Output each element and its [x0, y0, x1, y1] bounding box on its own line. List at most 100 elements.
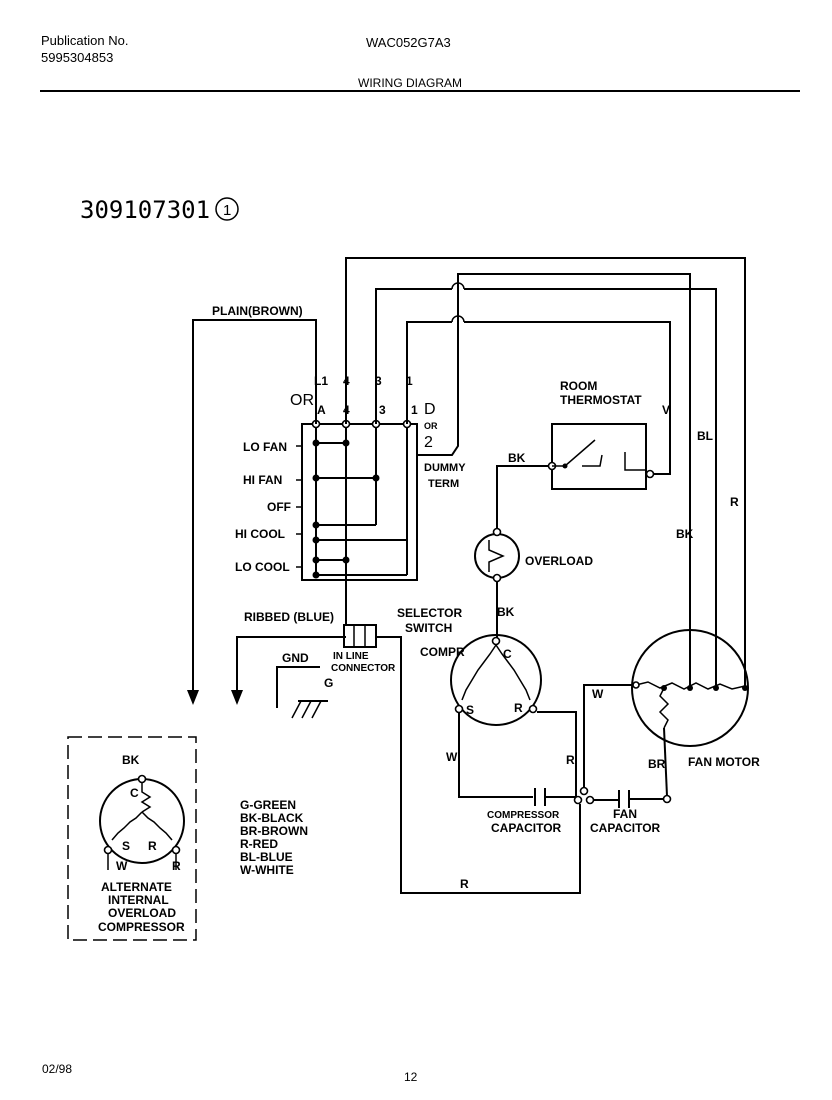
in-line-connector-label-1: IN LINE	[333, 651, 369, 662]
fan-motor-w-wire	[583, 684, 632, 787]
bk-label-overload: BK	[497, 605, 515, 619]
wire-4-to-fan-motor	[345, 257, 746, 688]
compressor-winding-start	[461, 644, 497, 701]
two-label: 2	[424, 434, 433, 451]
switch-position-lo-fan: LO FAN	[243, 440, 287, 454]
wire-1-to-fan-motor	[406, 321, 671, 475]
terminal-top-1: 1	[406, 374, 413, 388]
selector-switch	[296, 419, 418, 581]
legend-brown: BR-BROWN	[240, 824, 308, 838]
ground-symbol	[291, 700, 328, 719]
alternate-winding-run	[141, 811, 173, 841]
switch-position-hi-fan: HI FAN	[243, 473, 282, 487]
plain-brown-wire	[192, 319, 317, 690]
br-label: BR	[648, 757, 666, 771]
dummy-term-wire	[416, 273, 691, 690]
w-label-fan: W	[592, 687, 604, 701]
plain-brown-arrow	[187, 690, 199, 705]
compressor-winding-run	[495, 644, 531, 701]
ribbed-blue-wire	[236, 560, 347, 690]
compressor-s-wire	[458, 712, 533, 798]
ribbed-blue-arrow	[231, 690, 243, 705]
alternate-internal-overload	[140, 783, 152, 813]
ground-wire	[276, 666, 320, 708]
alternate-label-2: INTERNAL	[108, 893, 169, 907]
switch-position-hi-cool: HI COOL	[235, 527, 285, 541]
fan-motor-br-wire	[663, 727, 668, 797]
w-label-compressor: W	[446, 750, 458, 764]
fan-capacitor-label-2: CAPACITOR	[590, 821, 661, 835]
gnd-label: GND	[282, 651, 309, 665]
terminal-row-a: A	[317, 403, 326, 417]
dummy-term-label-1: DUMMY	[424, 462, 466, 474]
alternate-c-label: C	[130, 786, 139, 800]
revision-number: 1	[223, 202, 231, 219]
ribbed-blue-label: RIBBED (BLUE)	[244, 610, 334, 624]
revision-circle	[215, 197, 239, 221]
room-thermostat	[551, 423, 647, 490]
r-label-bottom: R	[460, 877, 469, 891]
terminal-row-1: 1	[411, 403, 418, 417]
selector-switch-label-2: SWITCH	[405, 621, 452, 635]
terminal-row-3: 3	[379, 403, 386, 417]
switch-position-off: OFF	[267, 500, 291, 514]
legend-green: G-GREEN	[240, 798, 296, 812]
alternate-bk-label: BK	[122, 753, 140, 767]
compressor-r-wire	[537, 711, 577, 797]
overload-element	[488, 540, 505, 572]
switch-position-lo-cool: LO COOL	[235, 560, 290, 574]
compressor	[450, 634, 542, 726]
alternate-label-3: OVERLOAD	[108, 906, 176, 920]
bk-label-thermostat: BK	[508, 451, 526, 465]
compressor-r-label: R	[514, 701, 523, 715]
compressor-s-label: S	[466, 703, 474, 717]
fan-motor-winding-down	[658, 687, 670, 729]
model-number: WAC052G7A3	[366, 35, 451, 50]
or-left-label: OR	[290, 392, 314, 409]
d-label: D	[424, 401, 436, 418]
g-label: G	[324, 676, 333, 690]
wire-3-to-fan-motor	[375, 288, 717, 688]
in-line-connector-label-2: CONNECTOR	[331, 663, 396, 674]
or-small-label: OR	[424, 421, 438, 431]
footer-date: 02/98	[42, 1062, 73, 1076]
section-title: WIRING DIAGRAM	[358, 76, 462, 90]
alternate-s-label: S	[122, 839, 130, 853]
compressor-capacitor-label-1: COMPRESSOR	[487, 810, 560, 821]
r-label-compressor: R	[566, 753, 575, 767]
terminal-top-l1: L1	[314, 374, 328, 388]
overload-label: OVERLOAD	[525, 554, 593, 568]
legend-red: R-RED	[240, 837, 278, 851]
compressor-capacitor-label-2: CAPACITOR	[491, 821, 562, 835]
legend-blue: BL-BLUE	[240, 850, 293, 864]
part-number: 309107301	[80, 196, 210, 224]
compr-label: COMPR	[420, 645, 465, 659]
legend-white: W-WHITE	[240, 863, 294, 877]
alternate-compressor-box	[67, 736, 197, 941]
legend-black: BK-BLACK	[240, 811, 304, 825]
thermostat-v-label: V	[662, 403, 670, 417]
room-thermostat-label-2: THERMOSTAT	[560, 393, 642, 407]
selector-switch-label-1: SELECTOR	[397, 606, 462, 620]
alternate-label-1: ALTERNATE	[101, 880, 172, 894]
footer-page: 12	[404, 1070, 418, 1084]
thermostat-to-overload-wire	[496, 465, 548, 532]
terminal-top-3: 3	[375, 374, 382, 388]
in-line-connector	[343, 624, 377, 648]
alternate-r-label-inner: R	[148, 839, 157, 853]
r-wire-bottom	[376, 636, 581, 894]
publication-number: 5995304853	[41, 50, 114, 65]
overload	[474, 533, 520, 579]
publication-label: Publication No.	[41, 33, 129, 48]
compressor-c-label: C	[503, 647, 512, 661]
alternate-winding-start	[111, 811, 143, 841]
plain-brown-label: PLAIN(BROWN)	[212, 304, 303, 318]
alternate-w-label: W	[116, 859, 128, 873]
bk-label-right: BK	[676, 527, 694, 541]
header-rule	[40, 90, 800, 92]
fan-capacitor-label-1: FAN	[613, 807, 637, 821]
dummy-term-label-2: TERM	[428, 478, 459, 490]
bl-label: BL	[697, 429, 713, 443]
room-thermostat-label-1: ROOM	[560, 379, 597, 393]
